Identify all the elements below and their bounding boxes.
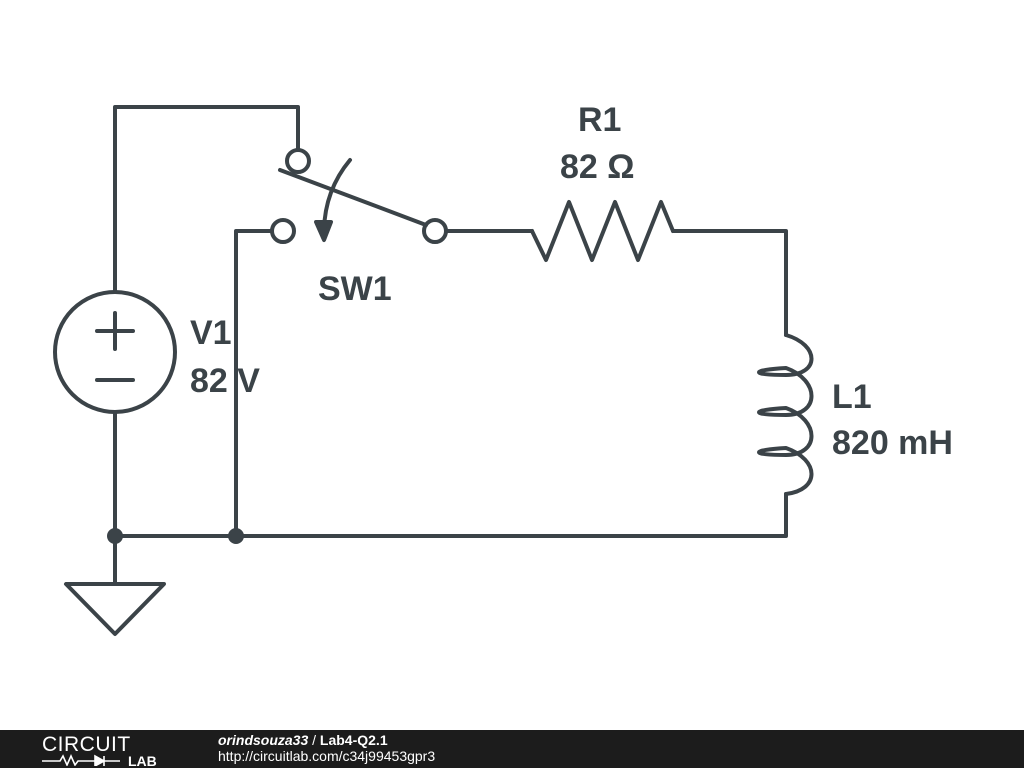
logo-lab-text: LAB	[128, 753, 157, 766]
inductor-symbol	[757, 333, 814, 496]
circuit-meta: orindsouza33 / Lab4-Q2.1 http://circuitl…	[218, 732, 435, 764]
switch-terminal-left	[270, 218, 296, 244]
junction-dot	[228, 528, 244, 544]
switch-terminal-top	[285, 148, 311, 174]
circuit-title-line: orindsouza33 / Lab4-Q2.1	[218, 732, 435, 748]
circuit-title[interactable]: Lab4-Q2.1	[319, 732, 388, 748]
author-link[interactable]: orindsouza33	[218, 732, 309, 748]
switch-terminal-right	[422, 218, 448, 244]
sw1-ref-label: SW1	[318, 270, 392, 308]
footer-bar: CIRCUIT LAB orindsouza33 / Lab4-Q2.1 htt…	[0, 730, 1024, 768]
junction-dot	[107, 528, 123, 544]
l1-value-label: 820 mH	[832, 424, 953, 462]
logo-resistor-icon	[42, 754, 95, 766]
resistor-symbol	[530, 200, 675, 262]
wire-ground-rail	[113, 492, 788, 538]
circuit-url[interactable]: http://circuitlab.com/c34j99453gpr3	[218, 748, 436, 764]
circuitlab-logo: CIRCUIT LAB	[42, 733, 157, 766]
path-separator: /	[308, 732, 320, 748]
r1-value-label: 82 Ω	[560, 148, 635, 186]
circuit-schematic: V1 82 V SW1 R1 82 Ω L1 820 mH	[53, 101, 953, 636]
v1-value-label: 82 V	[190, 362, 260, 400]
voltage-source-symbol	[53, 290, 177, 414]
logo-circuit-text: CIRCUIT	[42, 733, 131, 756]
wire-source-top	[113, 105, 300, 294]
v1-ref-label: V1	[190, 314, 232, 352]
wire-switch-nc	[234, 229, 272, 538]
switch-arrow-head-icon	[314, 220, 333, 242]
r1-ref-label: R1	[578, 101, 621, 139]
switch-blade	[278, 168, 428, 227]
l1-ref-label: L1	[832, 378, 872, 416]
wire-resistor-to-inductor	[671, 229, 788, 337]
plus-sign-icon	[95, 311, 135, 351]
logo-diode-icon	[94, 754, 120, 766]
ground-symbol	[64, 582, 166, 636]
